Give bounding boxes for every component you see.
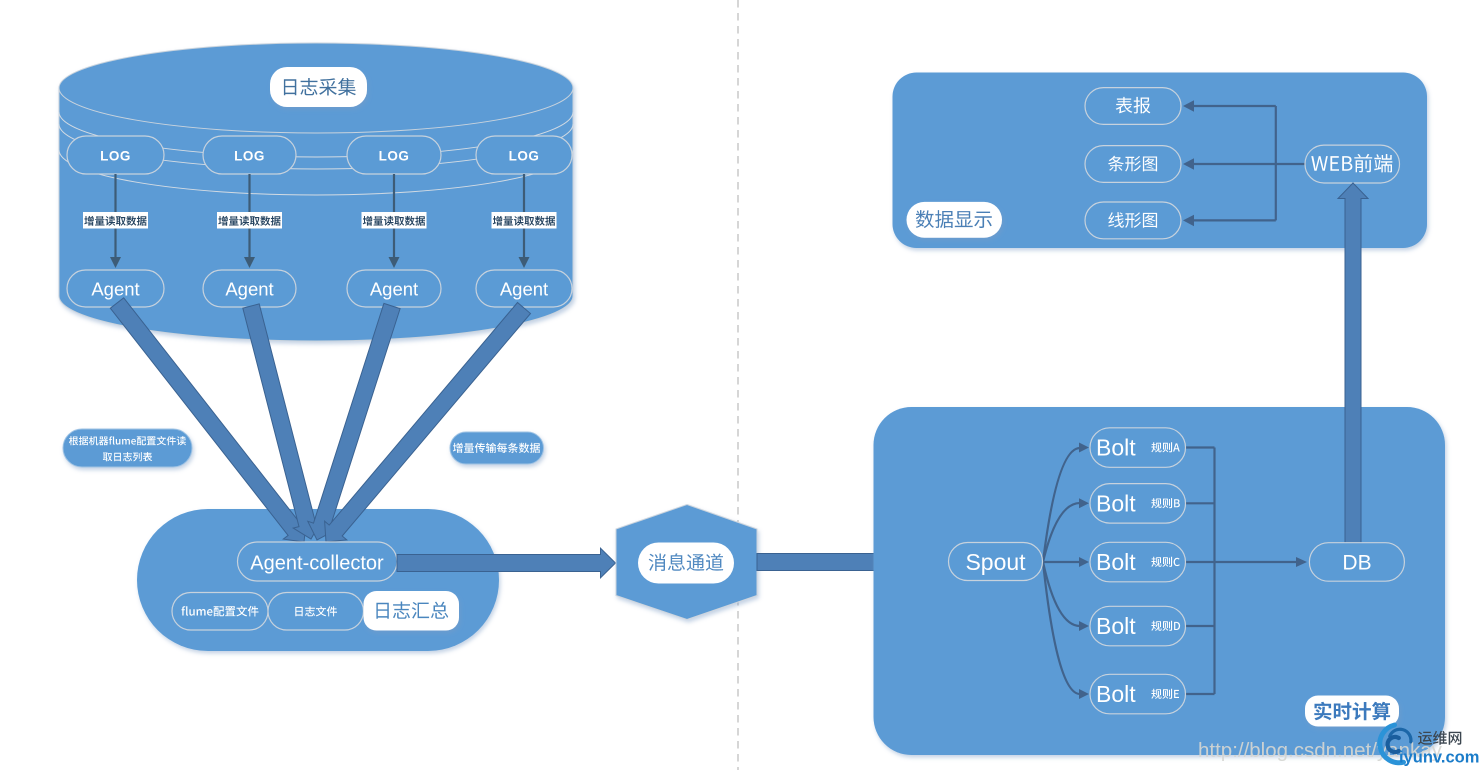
- svg-text:Bolt: Bolt: [1096, 549, 1136, 575]
- svg-text:Agent: Agent: [225, 279, 273, 300]
- svg-text:Spout: Spout: [965, 549, 1026, 575]
- svg-text:Agent: Agent: [500, 279, 548, 300]
- svg-text:LOG: LOG: [379, 149, 410, 164]
- svg-text:DB: DB: [1342, 552, 1371, 575]
- svg-text:iyunv.com: iyunv.com: [1399, 749, 1479, 767]
- svg-text:Bolt: Bolt: [1096, 681, 1136, 707]
- svg-text:Bolt: Bolt: [1096, 435, 1136, 461]
- svg-text:Bolt: Bolt: [1096, 490, 1136, 516]
- svg-text:Agent: Agent: [91, 279, 139, 300]
- svg-text:Agent-collector: Agent-collector: [250, 553, 384, 575]
- svg-text:Bolt: Bolt: [1096, 613, 1136, 639]
- svg-text:LOG: LOG: [509, 149, 540, 164]
- svg-text:LOG: LOG: [234, 149, 265, 164]
- svg-text:LOG: LOG: [100, 149, 131, 164]
- svg-text:Agent: Agent: [370, 279, 418, 300]
